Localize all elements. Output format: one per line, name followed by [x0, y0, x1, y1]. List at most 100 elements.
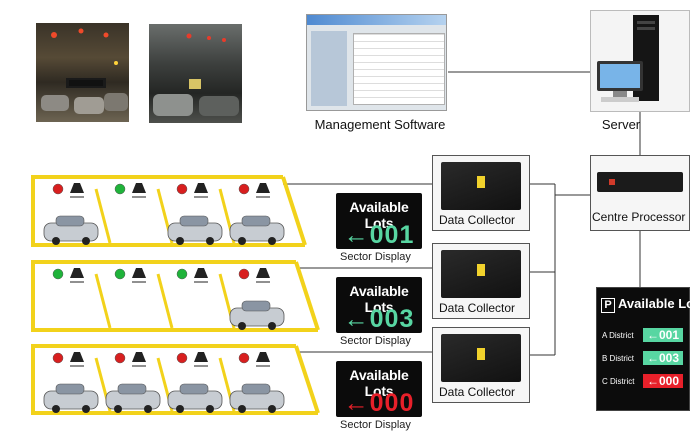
parking-led-icon	[238, 183, 250, 195]
ultrasonic-sensor-icon	[194, 352, 208, 362]
parking-led-icon	[176, 183, 188, 195]
ultrasonic-sensor-icon	[132, 352, 146, 362]
ultrasonic-sensor-icon	[256, 352, 270, 362]
server-computer-icon	[597, 15, 659, 102]
lane-end-line	[281, 176, 307, 246]
parking-led-icon	[176, 352, 188, 364]
car-wheel	[82, 237, 90, 245]
car-wheel	[238, 237, 246, 245]
server-box	[590, 10, 690, 112]
car-wheel	[206, 405, 214, 413]
data-collector-frame: Data Collector	[432, 155, 530, 231]
lane-outline	[31, 344, 318, 415]
collector-status-light	[477, 348, 485, 360]
car-wheel	[268, 322, 276, 330]
car-roof	[55, 383, 85, 395]
parking-led-icon	[238, 268, 250, 280]
lane-outline	[31, 175, 305, 247]
management-software-label: Management Software	[314, 117, 446, 132]
data-collector-frame: Data Collector	[432, 327, 530, 403]
ultrasonic-sensor-icon	[194, 268, 208, 278]
parking-led-icon	[52, 268, 64, 280]
data-collector-device	[441, 162, 521, 210]
district-label: B District	[602, 354, 634, 363]
ultrasonic-sensor-icon	[70, 352, 84, 362]
district-label: C District	[602, 377, 635, 386]
window-sidebar	[311, 31, 347, 106]
sector-display-title: Available Lots	[349, 199, 409, 231]
car-wheel	[144, 405, 152, 413]
garage-photo-1	[36, 23, 129, 122]
parking-led-icon	[176, 268, 188, 280]
car-wheel	[176, 237, 184, 245]
space-divider	[94, 188, 112, 244]
sector-display-title: Available Lots	[349, 367, 409, 399]
data-collector-device	[441, 250, 521, 298]
sector-display-value: ←000	[343, 389, 415, 417]
centre-processor-device	[597, 172, 683, 192]
lane-end-line	[294, 261, 320, 331]
car-wheel	[82, 405, 90, 413]
car-wheel	[52, 405, 60, 413]
ultrasonic-sensor-icon	[194, 183, 208, 193]
district-label: A District	[602, 331, 634, 340]
garage-photo-2-art	[153, 33, 239, 116]
garage-photo-2	[149, 24, 242, 123]
space-divider	[156, 273, 174, 329]
parking-p-icon: P	[601, 298, 615, 313]
parking-led-icon	[238, 352, 250, 364]
collector-status-light	[477, 264, 485, 276]
centre-processor-label: Centre Processor	[592, 210, 686, 224]
car-wheel	[268, 237, 276, 245]
car-wheel	[114, 405, 122, 413]
sector-display-caption: Sector Display	[340, 419, 411, 431]
sector-display-panel: Available Lots←001	[336, 193, 422, 249]
ultrasonic-sensor-icon	[70, 183, 84, 193]
window-titlebar	[307, 15, 446, 25]
data-collector-device	[441, 334, 521, 382]
district-value: ←001	[643, 328, 683, 342]
board-title-text: Available Lots	[618, 296, 699, 311]
car-wheel	[238, 322, 246, 330]
collector-status-light	[477, 176, 485, 188]
sector-display-panel: Available Lots←003	[336, 277, 422, 333]
ultrasonic-sensor-icon	[132, 268, 146, 278]
sector-display-panel: Available Lots←000	[336, 361, 422, 417]
space-divider	[94, 273, 112, 329]
processor-led	[609, 179, 615, 185]
sector-display-value: ←003	[343, 305, 415, 333]
sector-display-caption: Sector Display	[340, 335, 411, 347]
car-roof	[117, 383, 147, 395]
window-table	[353, 33, 445, 105]
ultrasonic-sensor-icon	[70, 268, 84, 278]
data-collector-label: Data Collector	[439, 385, 516, 399]
car-wheel	[176, 405, 184, 413]
car-wheel	[238, 405, 246, 413]
sector-display-value: ←001	[343, 221, 415, 249]
district-value: ←000	[643, 374, 683, 388]
car-roof	[241, 383, 271, 395]
data-collector-label: Data Collector	[439, 213, 516, 227]
data-collector-frame: Data Collector	[432, 243, 530, 319]
sector-display-title: Available Lots	[349, 283, 409, 315]
car-roof	[179, 215, 209, 227]
lane-end-line	[294, 345, 320, 414]
car-roof	[179, 383, 209, 395]
car-wheel	[52, 237, 60, 245]
ultrasonic-sensor-icon	[132, 183, 146, 193]
car-wheel	[268, 405, 276, 413]
parking-led-icon	[114, 183, 126, 195]
centre-processor-frame	[590, 155, 690, 231]
parking-led-icon	[52, 183, 64, 195]
ultrasonic-sensor-icon	[256, 268, 270, 278]
car-roof	[241, 300, 271, 312]
server-label: Server	[601, 117, 641, 132]
parking-led-icon	[114, 268, 126, 280]
parking-led-icon	[52, 352, 64, 364]
car-roof	[241, 215, 271, 227]
ultrasonic-sensor-icon	[256, 183, 270, 193]
parking-led-icon	[114, 352, 126, 364]
